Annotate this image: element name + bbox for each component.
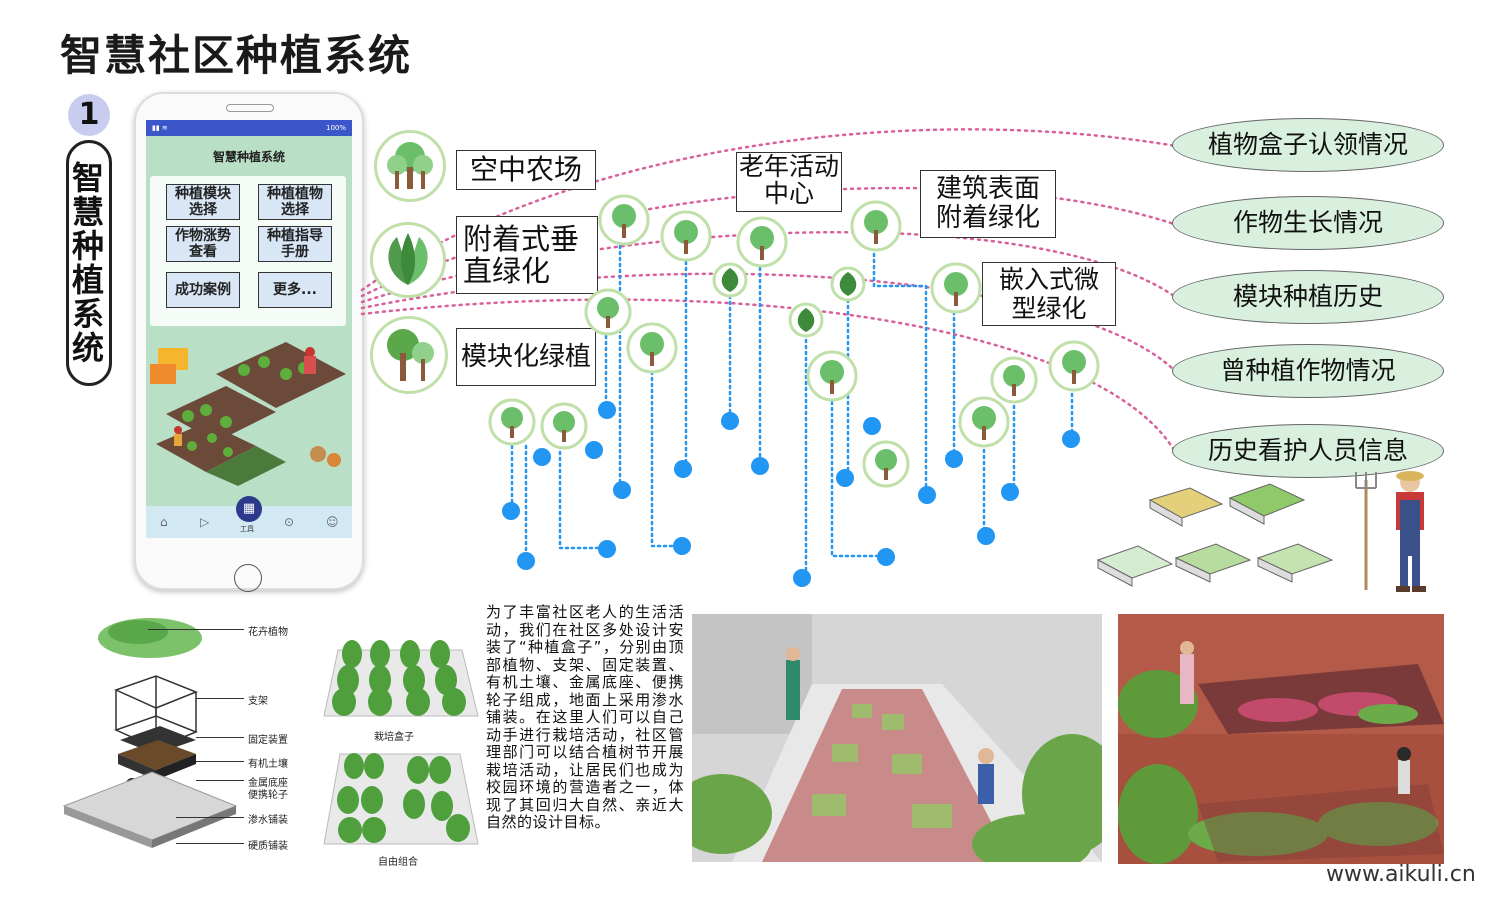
label-senior-center: 老年活动中心 [736, 152, 842, 212]
bubble-box-claim: 植物盒子认领情况 [1172, 118, 1444, 172]
garden-illustration [150, 342, 346, 486]
bottom-nav: ⌂ ▷ ▦ 工具 ⊙ ☺ [146, 496, 352, 538]
phone-speaker [226, 104, 274, 112]
plant-node-cluster [488, 194, 1100, 488]
annotation-leader [196, 761, 244, 762]
bubble-crop-growth: 作物生长情况 [1172, 196, 1444, 250]
label-vertical-greening: 附着式垂直绿化 [456, 216, 598, 294]
battery-status: 100% [325, 124, 346, 132]
rooftop-garden-render [692, 614, 1102, 862]
menu-button-guide[interactable]: 种植指导手册 [258, 226, 332, 262]
page-title: 智慧社区种植系统 [60, 31, 413, 80]
annotation-leader [148, 629, 244, 630]
annotation-flowers: 花卉植物 [248, 627, 288, 638]
label-facade-greening: 建筑表面附着绿化 [920, 170, 1056, 238]
annotation-fixture: 固定装置 [248, 735, 288, 746]
watermark: www.aikuli.cn [1326, 862, 1476, 887]
bubble-past-crops: 曾种植作物情况 [1172, 344, 1444, 398]
grid-layout-render [323, 640, 479, 717]
section-number: 1 [68, 94, 110, 136]
bubble-module-history: 模块种植历史 [1172, 270, 1444, 324]
menu-button-growth-view[interactable]: 作物涨势查看 [166, 226, 240, 262]
planter-boxes-illustration [1096, 471, 1426, 592]
user-icon[interactable]: ☺ [326, 515, 339, 529]
tree-icon [370, 316, 448, 394]
status-bar: ▮▮ ≋ 100% [146, 120, 352, 136]
caption-free-combination: 自由组合 [378, 857, 418, 868]
annotation-leader [176, 843, 244, 844]
annotation-leader [176, 817, 244, 818]
label-modular-greening: 模块化绿植 [456, 328, 596, 386]
planting-box-exploded-diagram [62, 618, 238, 848]
annotation-leader [196, 698, 244, 699]
description-paragraph: 为了丰富社区老人的生活活动，我们在社区多处设计安装了“种植盒子”，分别由顶部植物… [486, 603, 684, 831]
tools-label: 工具 [240, 525, 254, 533]
community-garden-render [1118, 614, 1444, 864]
tree-icon [374, 130, 446, 202]
menu-button-more[interactable]: 更多... [258, 272, 332, 308]
rooftop-garden-scene [692, 614, 1102, 862]
location-icon[interactable]: ⊙ [284, 515, 295, 529]
menu-button-module-select[interactable]: 种植模块选择 [166, 184, 240, 220]
leaf-icon [370, 222, 446, 298]
annotation-permeable-paving: 渗水铺装 [248, 815, 288, 826]
menu-button-plant-select[interactable]: 种植植物选择 [258, 184, 332, 220]
vertical-section-title: 智慧种植系统 [66, 140, 112, 386]
signal-icon: ▮▮ ≋ [152, 124, 168, 132]
annotation-frame: 支架 [248, 696, 268, 707]
annotation-leader [196, 780, 244, 781]
annotation-soil: 有机土壤 [248, 759, 288, 770]
grid-icon[interactable]: ▦ [236, 496, 262, 522]
phone-screen: ▮▮ ≋ 100% 智慧种植系统 种植模块选择 种植植物选择 作物涨势查看 种植… [146, 120, 352, 538]
app-title: 智慧种植系统 [212, 150, 285, 164]
farmer-figure [1355, 471, 1426, 592]
caption-cultivation-box: 栽培盒子 [374, 732, 414, 743]
label-micro-greening: 嵌入式微型绿化 [982, 262, 1116, 326]
community-garden-scene [1118, 614, 1444, 864]
free-layout-render [323, 753, 479, 845]
annotation-hard-paving: 硬质铺装 [248, 841, 288, 852]
annotation-leader [196, 737, 244, 738]
annotation-metal-base: 金属底座 [248, 778, 288, 789]
home-icon[interactable]: ⌂ [160, 515, 168, 529]
menu-button-cases[interactable]: 成功案例 [166, 272, 240, 308]
label-sky-farm: 空中农场 [456, 150, 596, 190]
annotation-wheels: 便携轮子 [248, 790, 288, 801]
play-icon[interactable]: ▷ [200, 515, 210, 529]
phone-home-button [234, 564, 262, 592]
menu-card: 种植模块选择 种植植物选择 作物涨势查看 种植指导手册 成功案例 更多... [150, 176, 346, 326]
phone-mockup: ▮▮ ≋ 100% 智慧种植系统 种植模块选择 种植植物选择 作物涨势查看 种植… [134, 92, 364, 592]
bubble-caretaker-history: 历史看护人员信息 [1172, 424, 1444, 478]
